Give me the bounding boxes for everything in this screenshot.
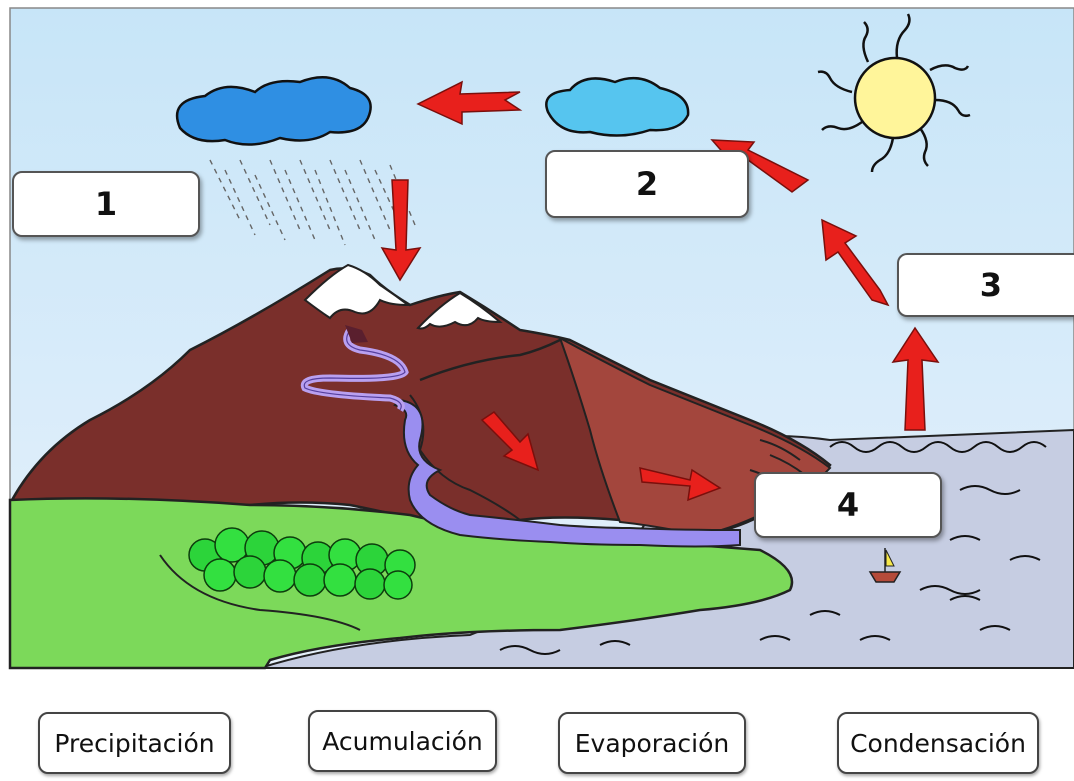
word-card-precipitacion[interactable]: Precipitación <box>38 712 231 774</box>
arrow-down-right-icon <box>480 411 540 472</box>
answer-slot-3[interactable]: 3 <box>897 253 1074 317</box>
slot-number: 4 <box>836 486 860 524</box>
word-card-condensacion[interactable]: Condensación <box>837 712 1039 774</box>
answer-slot-2[interactable]: 2 <box>545 150 749 218</box>
word-label: Condensación <box>850 728 1026 758</box>
snow-cap-right <box>416 291 503 330</box>
rain-cloud-icon <box>175 75 372 146</box>
arrow-down-icon <box>380 179 422 282</box>
slot-number: 3 <box>979 266 1002 304</box>
mountain-ridge <box>419 338 561 382</box>
word-label: Precipitación <box>54 728 215 758</box>
river <box>393 398 741 548</box>
word-card-evaporacion[interactable]: Evaporación <box>558 712 746 774</box>
slot-number: 2 <box>635 165 659 203</box>
arrow-right-icon <box>639 467 722 502</box>
sun-icon <box>817 13 971 173</box>
arrow-up-left-icon <box>821 218 890 307</box>
arrow-left-icon <box>416 80 523 126</box>
word-card-acumulacion[interactable]: Acumulación <box>308 710 497 772</box>
snow-cap-left <box>303 263 411 320</box>
slot-number: 1 <box>94 185 118 223</box>
arrow-up-icon <box>891 326 940 431</box>
sea-waves <box>499 441 1047 655</box>
word-label: Evaporación <box>574 728 730 758</box>
trees-icon <box>188 527 416 600</box>
cloud-icon <box>545 76 690 137</box>
water-cycle-illustration <box>8 7 1074 670</box>
boat-icon <box>868 548 902 583</box>
word-label: Acumulación <box>322 726 483 756</box>
answer-slot-1[interactable]: 1 <box>12 171 200 237</box>
rain <box>209 159 416 246</box>
answer-slot-4[interactable]: 4 <box>754 472 942 538</box>
